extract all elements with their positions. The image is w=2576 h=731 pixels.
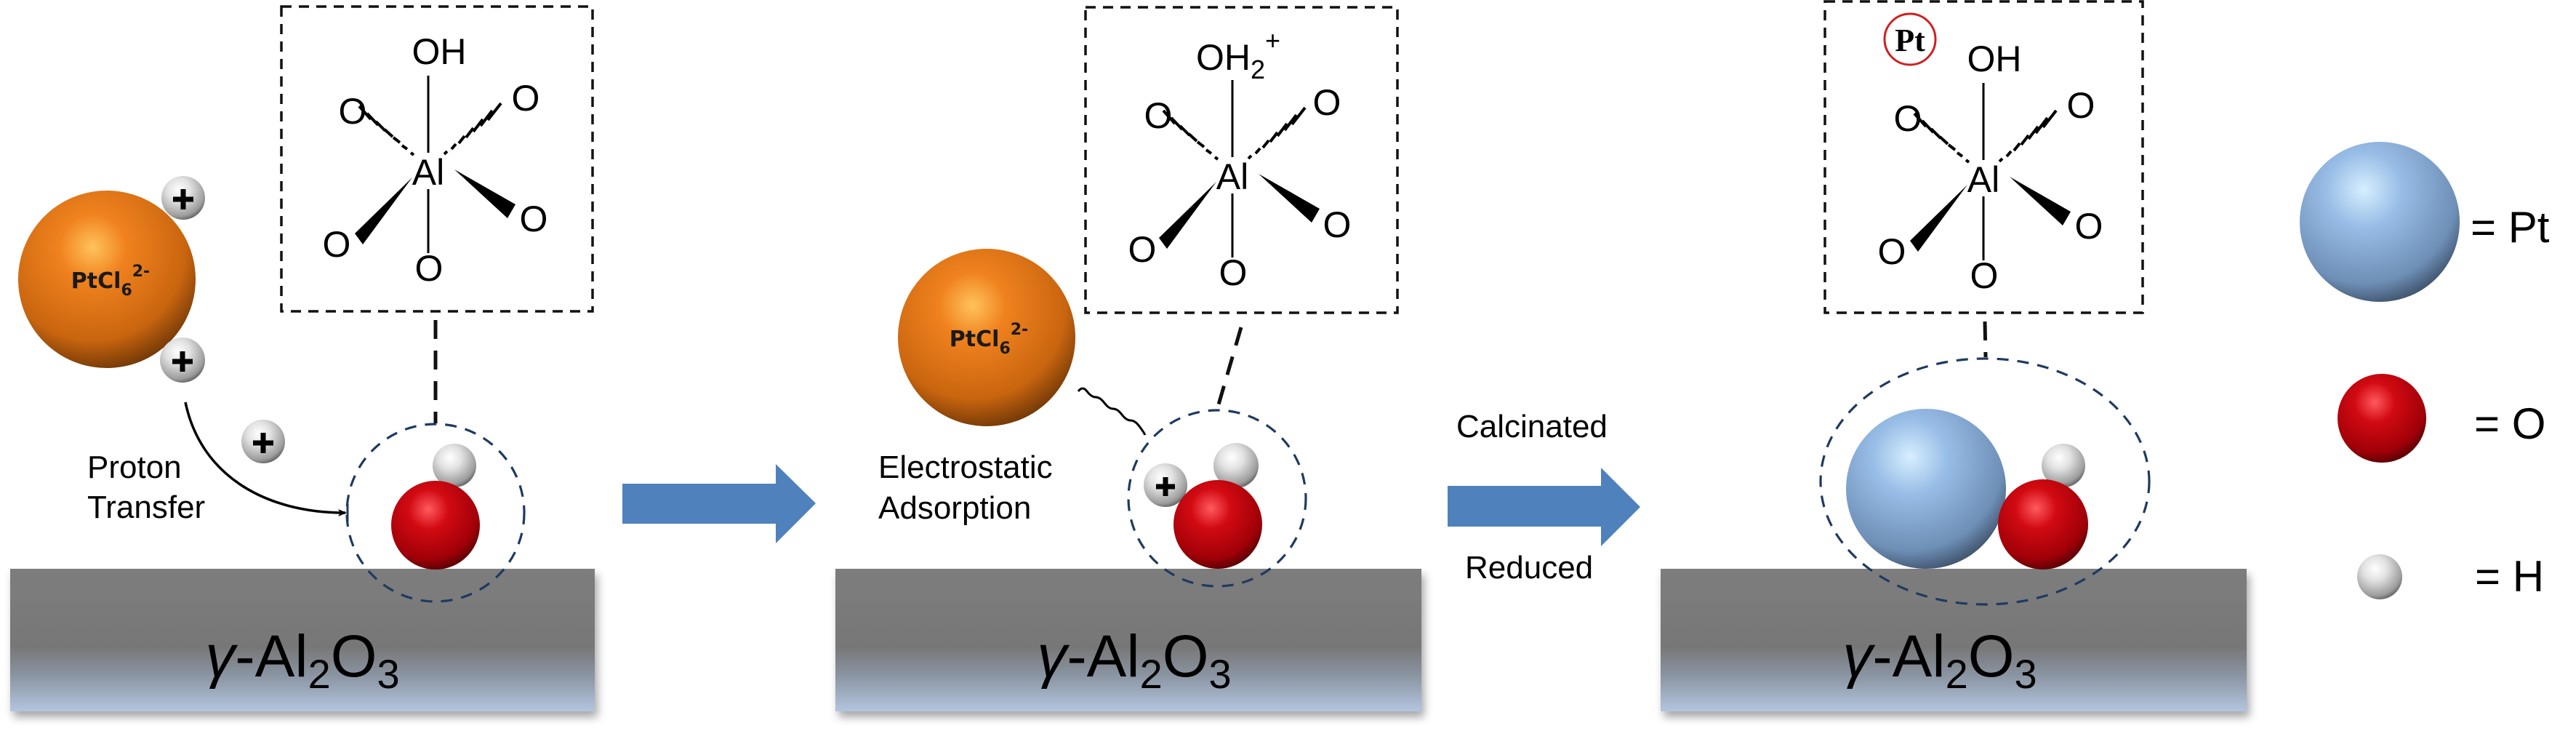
ligand-o-upper-left: O xyxy=(1894,98,1922,139)
panel-proton-transfer: γ-Al2O3 Al OH O O O O O PtCl62- xyxy=(10,5,595,711)
ligand-o-lower-right: O xyxy=(2075,206,2103,247)
oxygen-atom xyxy=(1998,479,2088,570)
ptcl6-ion: PtCl62- xyxy=(898,249,1075,426)
oxygen-swatch xyxy=(2338,374,2426,463)
top-group-label: OH xyxy=(412,31,467,72)
ligand-o-lower-right: O xyxy=(1323,204,1352,245)
electrostatic-interaction-line xyxy=(1077,387,1147,436)
substrate-label: γ-Al2O3 xyxy=(205,623,399,697)
oxygen-atom xyxy=(391,481,480,570)
ligand-o-upper-left: O xyxy=(339,91,367,132)
ligand-o-upper-right: O xyxy=(1313,82,1341,123)
structure-connector xyxy=(1983,321,1988,358)
proton-sphere xyxy=(1144,463,1187,507)
panel-electrostatic-adsorption: γ-Al2O3 Al OH2+ O O O O O PtCl62- Electr… xyxy=(835,6,1421,711)
substrate-label: γ-Al2O3 xyxy=(1037,623,1231,697)
transition-arrow-1 xyxy=(622,464,816,543)
hydrogen-swatch xyxy=(2357,554,2402,599)
proton-sphere xyxy=(241,420,285,463)
hydrogen-atom xyxy=(433,444,476,487)
hydrogen-atom xyxy=(1213,443,1259,488)
arrow-label-reduced: Reduced xyxy=(1465,550,1593,586)
ion-label: PtCl62- xyxy=(950,321,1028,358)
proton-transfer-arrow xyxy=(184,402,347,516)
ligand-o-lower-left: O xyxy=(323,224,351,265)
structure-connector xyxy=(1215,327,1243,410)
legend-item-o: = O xyxy=(2338,374,2545,463)
transition-arrow-2: Calcinated Reduced xyxy=(1448,409,1640,586)
proton-sphere xyxy=(160,337,205,383)
legend-label: = O xyxy=(2474,399,2545,448)
substrate-slab xyxy=(1661,569,2247,711)
legend-label: = H xyxy=(2475,552,2544,601)
surface-site-halo xyxy=(345,423,526,603)
ligand-o-bottom: O xyxy=(1970,255,1999,296)
al-center-label: Al xyxy=(1967,159,1999,200)
proton-sphere xyxy=(161,176,205,220)
hydrogen-atom xyxy=(2042,444,2085,487)
substrate-slab xyxy=(10,569,595,711)
al-octahedral-structure: Al OH O O O O O xyxy=(323,31,548,289)
legend-item-h: = H xyxy=(2357,552,2544,601)
ligand-o-upper-right: O xyxy=(512,78,540,119)
surface-site-halo xyxy=(1819,357,2151,606)
al-center-label: Al xyxy=(1216,156,1248,197)
structure-box xyxy=(1084,6,1399,314)
pt-marker: Pt xyxy=(1883,12,1937,66)
substrate-label: γ-Al2O3 xyxy=(1842,623,2037,697)
al-octahedral-structure: Al OH2+ O O O O O xyxy=(1128,25,1352,293)
ligand-o-lower-left: O xyxy=(1878,231,1906,272)
structure-box xyxy=(1823,0,2144,314)
arrow-label-calcinated: Calcinated xyxy=(1456,409,1608,444)
legend-item-pt: = Pt xyxy=(2300,142,2550,302)
ligand-o-lower-left: O xyxy=(1128,229,1157,270)
ptcl6-ion: PtCl62- xyxy=(18,191,196,368)
oxygen-atom xyxy=(1173,480,1262,569)
ligand-o-upper-left: O xyxy=(1144,95,1173,136)
structure-box xyxy=(280,5,594,313)
legend-label: = Pt xyxy=(2471,203,2550,252)
ion-label: PtCl62- xyxy=(71,263,150,300)
al-octahedral-structure: Al OH O O O O O xyxy=(1878,39,2103,296)
legend: = Pt = O = H xyxy=(2300,142,2550,601)
top-group-label: OH xyxy=(1967,39,2022,79)
ligand-o-upper-right: O xyxy=(2067,85,2095,126)
panel-calcined-reduced: γ-Al2O3 Pt Al OH O O O O O xyxy=(1661,0,2247,711)
substrate-slab xyxy=(835,569,1421,711)
ligand-o-lower-right: O xyxy=(520,199,548,239)
platinum-swatch xyxy=(2300,142,2460,302)
platinum-atom xyxy=(1846,409,2006,569)
al-center-label: Al xyxy=(412,152,444,193)
top-group-label: OH2+ xyxy=(1196,25,1280,84)
ligand-o-bottom: O xyxy=(415,248,444,289)
ligand-o-bottom: O xyxy=(1219,252,1248,293)
pt-marker-label: Pt xyxy=(1895,23,1925,58)
surface-site-halo xyxy=(1127,409,1307,588)
